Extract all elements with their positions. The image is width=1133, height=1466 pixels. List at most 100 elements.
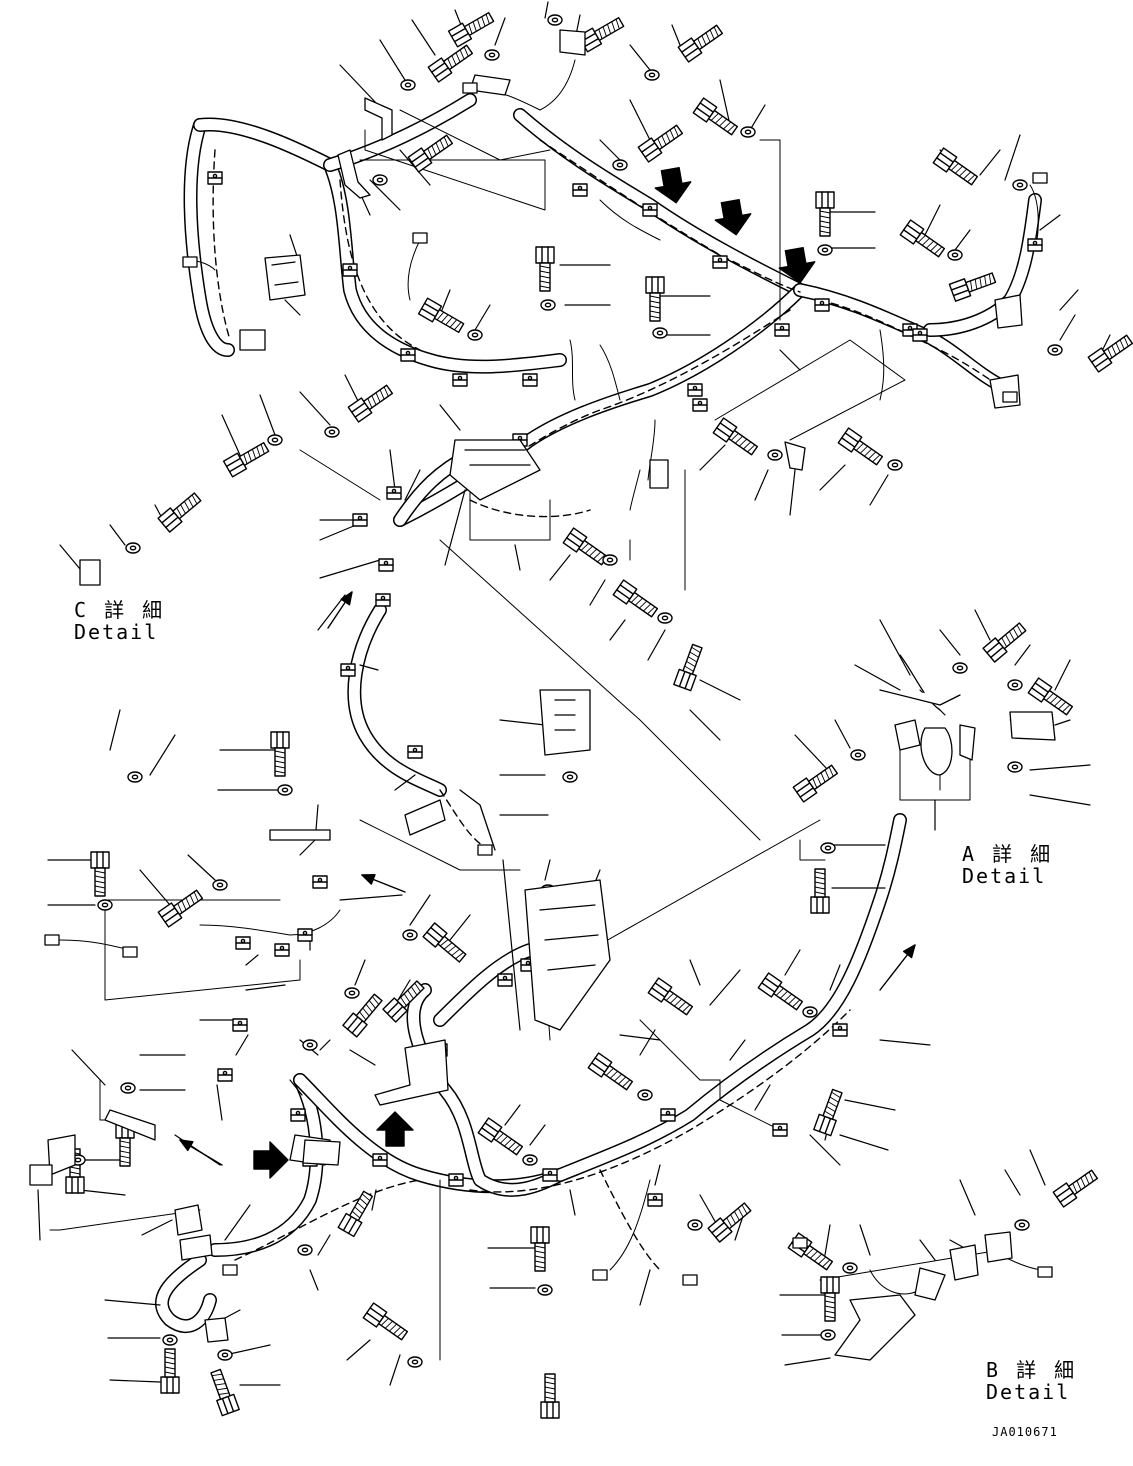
hose-fill-9 <box>209 1074 323 1256</box>
leader-line-75 <box>854 664 901 691</box>
hose-fill-13 <box>434 944 536 1026</box>
washer-icon <box>324 426 340 438</box>
leader-line-87 <box>339 894 403 901</box>
bracket-part-31 <box>994 294 1023 329</box>
bolt-icon <box>712 417 761 459</box>
washer-icon <box>887 459 903 471</box>
leader-line-52 <box>609 619 626 641</box>
leader-line-137 <box>504 1104 521 1126</box>
harness-clip-icon <box>772 1123 788 1137</box>
washer-icon <box>537 1284 553 1296</box>
drawing-code: JA010671 <box>992 1425 1058 1439</box>
leader-line-68 <box>879 619 911 676</box>
leader-line-35 <box>779 349 801 371</box>
leader-line-8 <box>671 24 681 46</box>
leader-line-78 <box>1029 764 1091 771</box>
leader-line-97 <box>544 859 551 881</box>
leader-line-90 <box>139 869 171 906</box>
detail-view-arrow-head <box>902 944 916 959</box>
hose-fill-10 <box>294 1074 566 1192</box>
bracket-part-18 <box>374 1039 449 1106</box>
bolt-icon <box>342 990 386 1038</box>
washer-icon <box>820 1329 836 1341</box>
brackets <box>29 29 1056 1361</box>
harness-clip-icon <box>448 1173 464 1187</box>
leader-line-147 <box>289 1079 303 1096</box>
leader-line-19 <box>1039 214 1061 231</box>
leader-line-70 <box>974 609 991 641</box>
leader-line-24 <box>954 229 971 251</box>
leader-line-7 <box>629 44 651 71</box>
leader-line-48 <box>444 489 466 566</box>
bolt-icon <box>337 1188 377 1238</box>
bolt-icon <box>899 219 948 261</box>
connector-plug-icon <box>412 232 428 244</box>
leader-line-60 <box>109 524 126 546</box>
connector-plug-icon <box>792 1237 808 1249</box>
leader-line-9 <box>719 79 731 126</box>
bracket-part-13 <box>920 727 953 776</box>
leader-line-4 <box>494 17 506 46</box>
leader-line-145 <box>639 1269 651 1306</box>
hose-outline-10 <box>293 1073 567 1194</box>
assembly-line-15 <box>714 339 906 441</box>
leader-line-41 <box>404 469 421 501</box>
washer-icon <box>820 842 836 854</box>
bolt-icon <box>535 246 555 292</box>
leader-line-50 <box>549 554 571 581</box>
assembly-line-9 <box>104 899 301 1001</box>
bolt-icon <box>422 922 470 966</box>
leader-line-47 <box>439 404 461 431</box>
hose-fill-8 <box>156 1254 216 1332</box>
bracket-part-27 <box>914 1267 946 1301</box>
harness-clip-icon <box>687 383 703 397</box>
harness-clip-icon <box>660 1108 676 1122</box>
leader-line-12 <box>629 99 651 141</box>
bolt-icon <box>447 8 497 48</box>
bracket-part-7 <box>539 689 591 756</box>
bolt-icon <box>815 191 835 237</box>
washer-icon <box>657 612 673 624</box>
harness-clip-icon <box>340 663 356 677</box>
bolt-icon <box>837 427 886 469</box>
leader-line-136 <box>839 1134 889 1151</box>
leader-line-152 <box>309 1269 319 1291</box>
bracket-part-20 <box>47 1134 76 1176</box>
assembly-line-7 <box>439 539 761 841</box>
leader-line-79 <box>1029 794 1091 806</box>
dashed-wire-5 <box>469 499 591 518</box>
dashed-wire-2 <box>539 139 801 293</box>
leader-line-1 <box>379 39 406 81</box>
harness-clip-icon <box>375 593 391 607</box>
washer-icon <box>402 929 418 941</box>
dashed-wire-1 <box>339 179 421 351</box>
leader-line-55 <box>754 469 769 501</box>
leader-line-120 <box>109 1379 161 1383</box>
leader-line-134 <box>879 1039 931 1046</box>
leader-line-140 <box>654 1164 661 1186</box>
washer-icon <box>652 327 668 339</box>
bolt-icon <box>813 1087 847 1137</box>
leader-line-133 <box>829 964 841 991</box>
connector-plug-icon <box>222 1264 238 1276</box>
leader-line-5 <box>544 1 549 19</box>
harness-clip-icon <box>814 298 830 312</box>
harness-clip-icon <box>452 373 468 387</box>
leader-line-161 <box>784 1357 831 1366</box>
bolt-icon <box>530 1226 550 1272</box>
leader-line-0 <box>339 64 379 106</box>
leader-line-64 <box>499 719 546 726</box>
bracket-part-6 <box>449 439 541 501</box>
leader-line-107 <box>235 1034 249 1056</box>
leader-line-130 <box>689 959 701 986</box>
washer-icon <box>120 1082 136 1094</box>
leader-line-132 <box>784 949 801 976</box>
bolt-icon <box>540 1373 560 1419</box>
washer-icon <box>407 1356 423 1368</box>
washer-icon <box>484 49 500 61</box>
harness-clip-icon <box>642 203 658 217</box>
washer-icon <box>947 249 963 261</box>
washer-icon <box>217 1349 233 1361</box>
